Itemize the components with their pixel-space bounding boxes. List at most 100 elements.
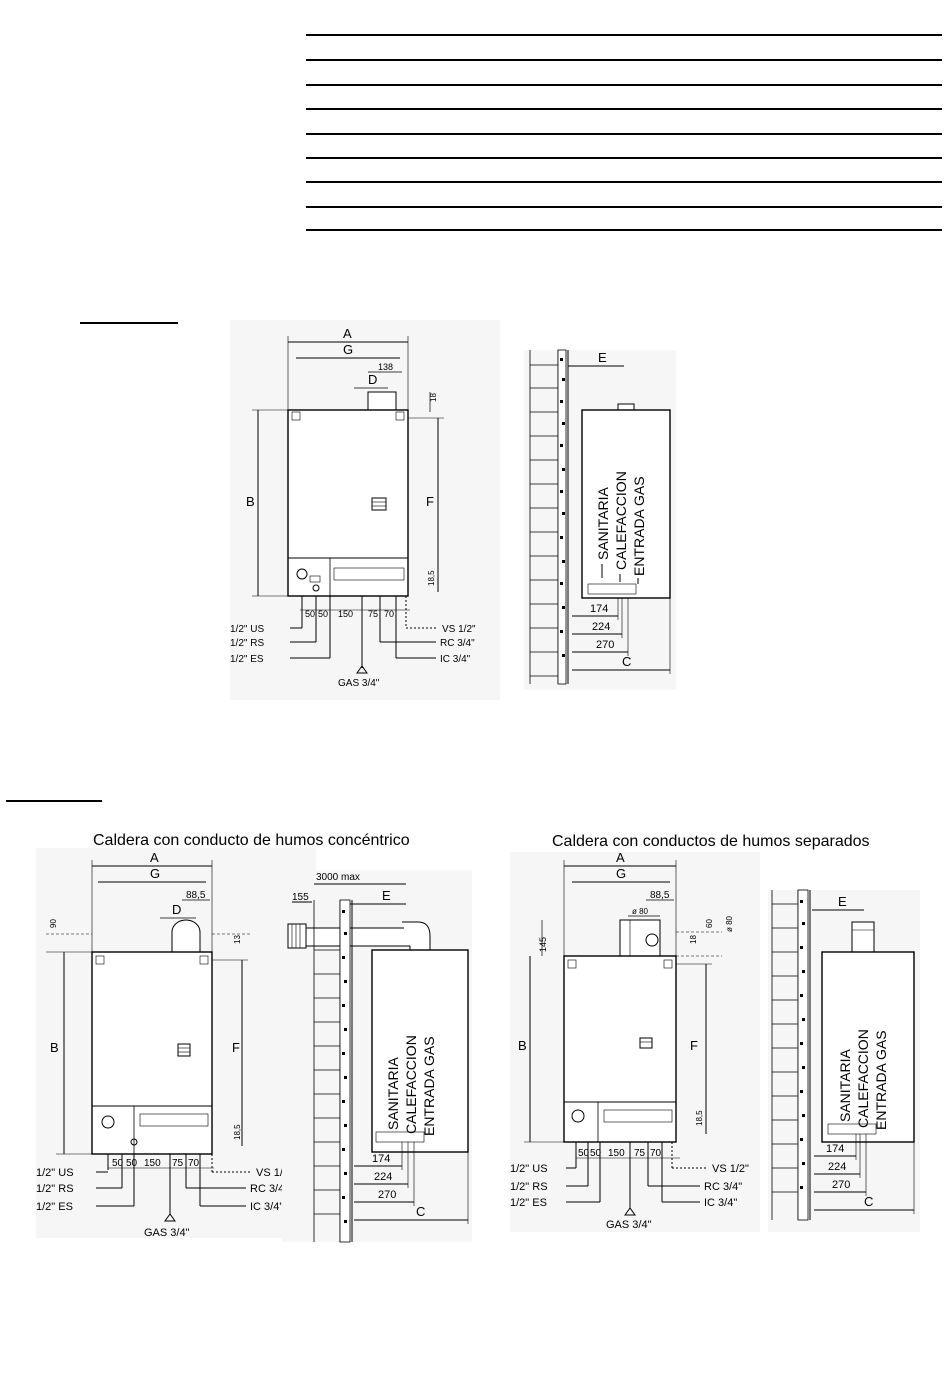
dim-13: 13 (233, 935, 242, 944)
conn-gas: GAS 3/4" (606, 1219, 652, 1231)
dim-o80a: ø 80 (632, 907, 649, 916)
dim-letter-F: F (232, 1040, 240, 1055)
figure-3-side: E SANITARIA CALEFACCION ENTRADA GAS 174 … (768, 889, 920, 1232)
dim-letter-A: A (343, 326, 352, 341)
dim-70: 70 (650, 1148, 662, 1159)
dim-letter-B: B (518, 1038, 527, 1053)
side3-dim-270: 270 (832, 1179, 850, 1191)
dim-75: 75 (172, 1158, 184, 1169)
table-rule-2 (306, 59, 942, 61)
table-rule-9 (306, 229, 942, 231)
side2-dim-155: 155 (292, 892, 309, 903)
side1-dim-270: 270 (596, 639, 614, 651)
side3-sanitaria: SANITARIA (837, 1048, 853, 1122)
dim-letter-B: B (50, 1040, 59, 1055)
conn-us: 1/2" US (36, 1167, 74, 1179)
side2-dim-174: 174 (372, 1153, 390, 1165)
conn-es: 1/2" ES (510, 1197, 547, 1209)
dim-60: 60 (705, 919, 714, 928)
side3-dim-174: 174 (826, 1143, 844, 1155)
dim-letter-F: F (426, 494, 434, 509)
conn-es: 1/2" ES (230, 654, 264, 665)
dim-50a: 50 (112, 1158, 124, 1169)
conn-ic: IC 3/4" (704, 1197, 737, 1209)
dim-90: 90 (49, 919, 58, 928)
side1-calefaccion: CALEFACCION (613, 471, 629, 570)
dim-letter-D: D (172, 902, 181, 917)
caption-separate: Caldera con conductos de humos separados (552, 833, 870, 850)
side3-calefaccion: CALEFACCION (855, 1029, 871, 1128)
conn-es: 1/2" ES (36, 1201, 73, 1213)
side3-dim-224: 224 (828, 1161, 846, 1173)
side3-letter-C: C (864, 1194, 873, 1209)
dim-50a: 50 (305, 609, 315, 619)
side1-letter-E: E (598, 350, 607, 365)
figure-1-front: A G 138 D 18 B F 18,5 50 50 150 75 70 (230, 320, 500, 700)
table-rule-7 (306, 181, 942, 183)
conn-rs: 1/2" RS (510, 1181, 548, 1193)
section-underline-2 (6, 800, 102, 802)
side2-letter-C: C (416, 1204, 425, 1219)
dim-letter-F: F (690, 1038, 698, 1053)
dim-letter-G: G (150, 866, 160, 881)
dim-150: 150 (608, 1148, 625, 1159)
dim-letter-G: G (343, 342, 353, 357)
dim-150: 150 (338, 609, 353, 619)
side1-dim-224: 224 (592, 621, 610, 633)
side2-dim-3000: 3000 max (316, 872, 360, 883)
table-rule-5 (306, 133, 942, 135)
dim-75: 75 (368, 609, 378, 619)
table-rule-3 (306, 84, 942, 86)
side1-entrada-gas: ENTRADA GAS (631, 476, 647, 576)
side2-dim-224: 224 (374, 1171, 392, 1183)
dim-88-5: 88,5 (186, 890, 206, 901)
table-rule-1 (306, 34, 942, 36)
table-rule-4 (306, 108, 942, 110)
conn-rs: 1/2" RS (230, 638, 264, 649)
dim-70: 70 (188, 1158, 200, 1169)
dim-letter-D: D (368, 372, 377, 387)
dim-88-5: 88,5 (650, 890, 670, 901)
conn-vs: VS 1/2" (442, 624, 476, 635)
side1-sanitaria: SANITARIA (595, 486, 611, 560)
section-underline-1 (80, 322, 178, 324)
side2-calefaccion: CALEFACCION (403, 1035, 419, 1134)
conn-rc: RC 3/4" (440, 638, 475, 649)
conn-gas: GAS 3/4" (144, 1227, 190, 1239)
dim-18: 18 (429, 393, 438, 402)
dim-18-5: 18,5 (695, 1110, 704, 1126)
side1-letter-C: C (622, 654, 631, 669)
conn-ic: IC 3/4" (250, 1201, 283, 1213)
figure-2-front: A G 88,5 D 90 13 B F 18,5 50 50 150 75 7… (36, 848, 316, 1239)
dim-letter-A: A (150, 850, 159, 865)
dim-50b: 50 (318, 609, 328, 619)
dim-145: 145 (538, 937, 548, 952)
dim-letter-B: B (246, 494, 255, 509)
dim-letter-A: A (616, 850, 625, 865)
conn-vs: VS 1/2" (712, 1163, 749, 1175)
dim-18-5: 18,5 (233, 1124, 242, 1140)
dim-18-5: 18,5 (427, 570, 436, 586)
dim-150: 150 (144, 1158, 161, 1169)
conn-rc: RC 3/4" (704, 1181, 742, 1193)
dim-75: 75 (634, 1148, 646, 1159)
side2-sanitaria: SANITARIA (385, 1056, 401, 1130)
dim-50a: 50 (578, 1148, 590, 1159)
dim-letter-G: G (616, 866, 626, 881)
table-rule-8 (306, 206, 942, 208)
conn-us: 1/2" US (510, 1163, 548, 1175)
side3-letter-E: E (838, 894, 847, 909)
dim-o80b: ø 80 (725, 915, 734, 932)
side2-entrada-gas: ENTRADA GAS (421, 1036, 437, 1136)
dim-138: 138 (378, 362, 393, 372)
conn-rc: RC 3/4" (250, 1183, 288, 1195)
side2-letter-E: E (382, 888, 391, 903)
figure-1-side: E SANITARIA CALEFACCION ENTRADA GAS 174 … (524, 349, 676, 690)
side2-dim-270: 270 (378, 1189, 396, 1201)
conn-gas: GAS 3/4" (338, 678, 380, 689)
conn-rs: 1/2" RS (36, 1183, 74, 1195)
table-rule-6 (306, 157, 942, 159)
caption-concentric: Caldera con conducto de humos concéntric… (93, 832, 410, 849)
figure-2-side: 3000 max 155 E SANITARIA CALEFACCION ENT… (282, 870, 472, 1243)
conn-us: 1/2" US (230, 624, 264, 635)
